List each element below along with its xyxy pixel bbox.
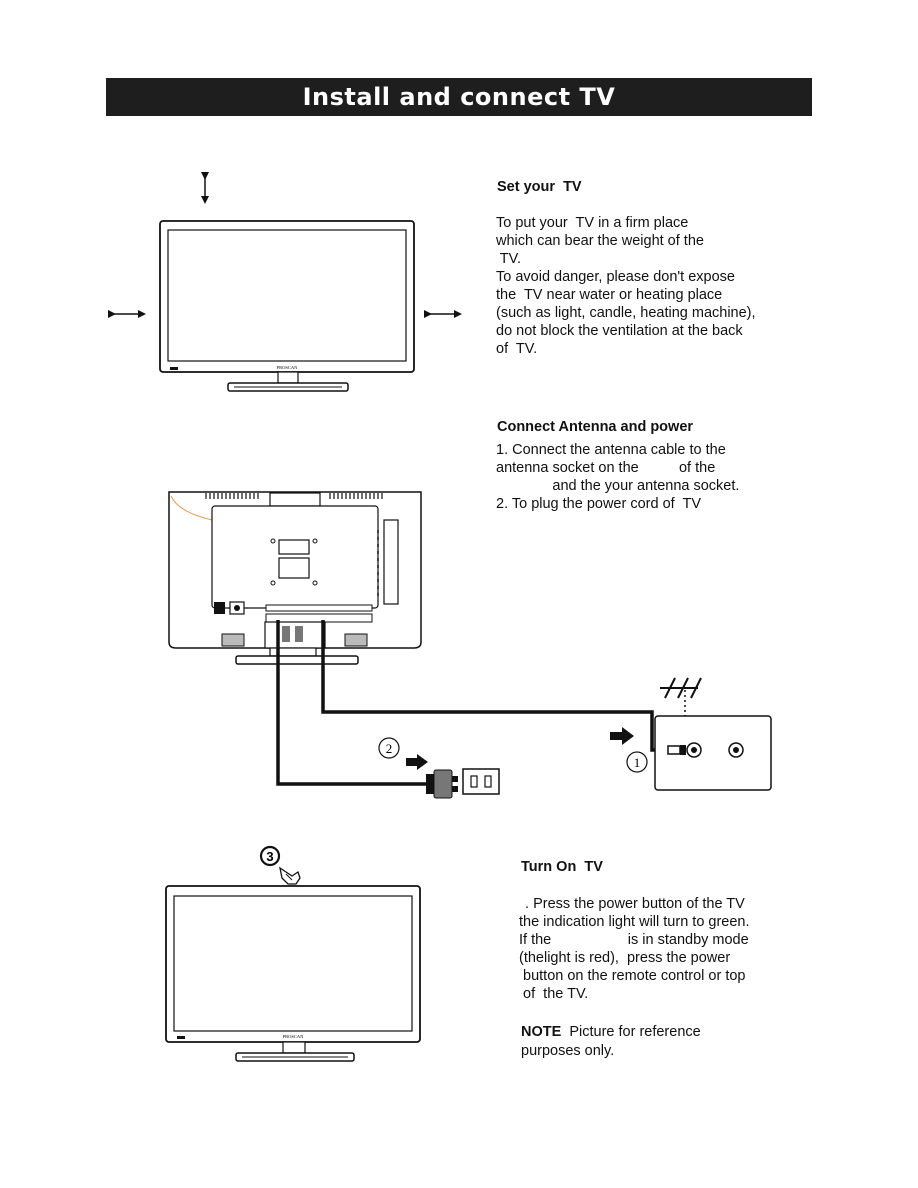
connect-line-2: antenna socket on the of the [496,460,716,476]
callout-1-label: 1 [634,755,641,770]
power-plug-illustration: 2 [378,737,500,799]
set-tv-line-4: To avoid danger, please don't expose [496,269,735,285]
plug-in-arrow-icon [406,754,428,770]
connect-heading: Connect Antenna and power [497,419,694,435]
antenna-connect-arrow-icon [610,727,634,745]
set-tv-line-7: do not block the ventilation at the back [496,323,743,339]
set-tv-heading: Set your TV [497,179,582,195]
tv-turn-on-illustration: 3 PROSCAN [165,845,421,1062]
tv-brand-label-2: PROSCAN [283,1034,305,1039]
tv-brand-label: PROSCAN [277,365,299,370]
turn-on-line-2: the indication light will turn to green. [519,914,750,930]
page-banner-title: Install and connect TV [106,78,812,116]
wall-outlet-icon [462,768,500,795]
turn-on-line-6: of the TV. [519,986,589,1002]
antenna-icon [660,677,702,699]
connect-line-1: 1. Connect the antenna cable to the [496,442,726,458]
callout-3-label: 3 [266,849,273,864]
note-label: NOTE [521,1024,562,1040]
turn-on-line-5: button on the remote control or top [519,968,746,984]
set-tv-line-2: which can bear the weight of the [496,233,704,249]
callout-1-icon [626,751,648,773]
set-tv-line-5: the TV near water or heating place [496,287,723,303]
pointing-hand-icon [279,866,301,885]
turn-on-line-1: . Press the power button of the TV [521,896,745,912]
set-tv-line-1: To put your TV in a firm place [496,215,689,231]
connect-line-4: 2. To plug the power cord of TV [496,496,702,512]
set-tv-line-6: (such as light, candle, heating machine)… [496,305,756,321]
note-text: Picture for reference [561,1024,701,1040]
note-line-2: purposes only. [521,1043,615,1059]
turn-on-heading: Turn On TV [521,859,603,875]
turn-on-line-4: (thelight is red), press the power [519,950,731,966]
tv-front-illustration: PROSCAN [108,172,462,392]
callout-2-label: 2 [386,741,393,756]
set-tv-line-3: TV. [496,251,521,267]
turn-on-line-3: If the is in standby mode [519,932,749,948]
connect-line-3: and the your antenna socket. [496,478,740,494]
set-tv-line-8: of TV. [496,341,538,357]
antenna-wall-socket-illustration: 1 [610,677,772,791]
callout-3-icon [259,845,281,867]
tv-back-illustration [168,491,422,665]
note-line-1: NOTE Picture for reference [521,1023,701,1041]
callout-2-icon [378,737,400,759]
